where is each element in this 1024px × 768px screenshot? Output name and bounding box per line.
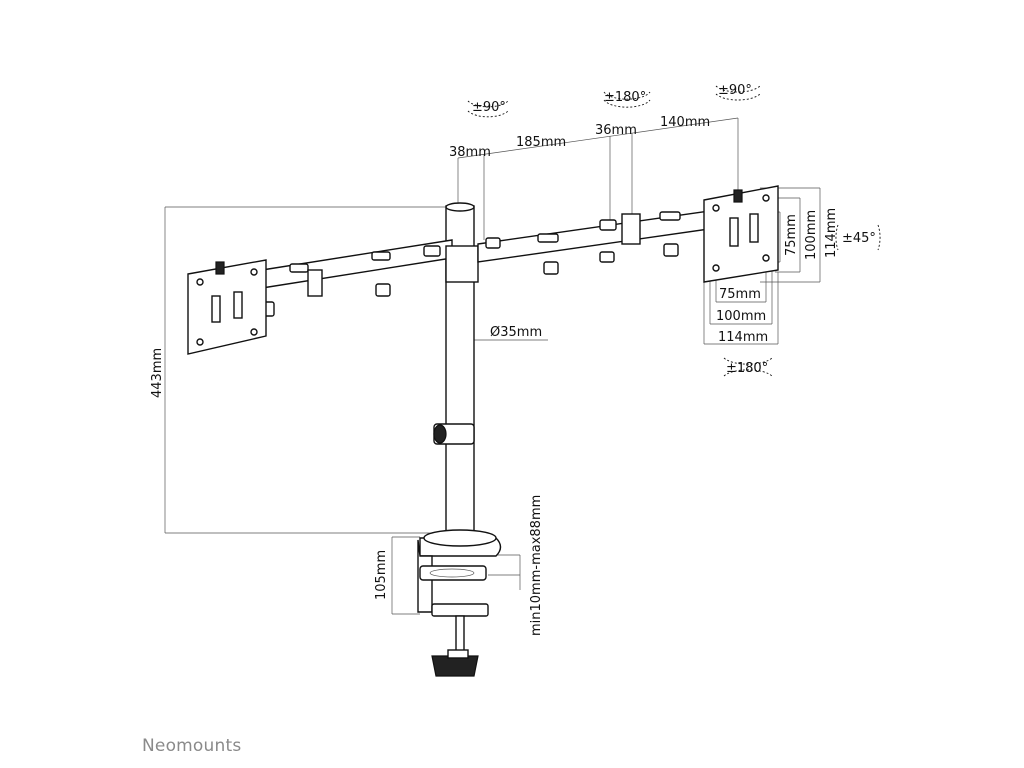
vesa-v-100-label: 100mm [804,210,819,260]
pole-diameter-label: Ø35mm [490,325,542,340]
arm-seg-2-label: 185mm [516,135,566,150]
vesa-v-114-label: 114mm [824,208,839,258]
left-vesa-plate [187,259,267,355]
dimension-labels: 38mm 185mm 36mm 140mm Ø35mm 443mm 105mm … [150,115,839,636]
height-total-label: 443mm [150,348,165,398]
rotation-mid-label: ±180° [604,90,646,105]
desk-thickness-label: min10mm-max88mm [529,495,544,636]
arm-assembly [261,209,717,317]
clamp-height-label: 105mm [374,550,389,600]
arm-seg-1-label: 38mm [449,145,491,160]
right-vesa-plate [703,185,779,283]
vesa-h-114-label: 114mm [718,330,768,345]
vesa-h-100-label: 100mm [716,309,766,324]
rotation-rotate-label: ±180° [726,361,768,376]
arm-seg-4-label: 140mm [660,115,710,130]
brand-logo-text: Neomounts [142,736,242,756]
rotation-end-label: ±90° [718,83,752,98]
arm-seg-3-label: 36mm [595,123,637,138]
rotation-arcs [467,85,881,377]
rotation-labels: ±90° ±180° ±90° ±45° ±180° [472,83,876,376]
vesa-v-75-label: 75mm [784,214,799,256]
vesa-h-75-label: 75mm [719,287,761,302]
rotation-tilt-label: ±45° [842,231,876,246]
dimension-lines [164,117,821,615]
rotation-pole-label: ±90° [472,100,506,115]
